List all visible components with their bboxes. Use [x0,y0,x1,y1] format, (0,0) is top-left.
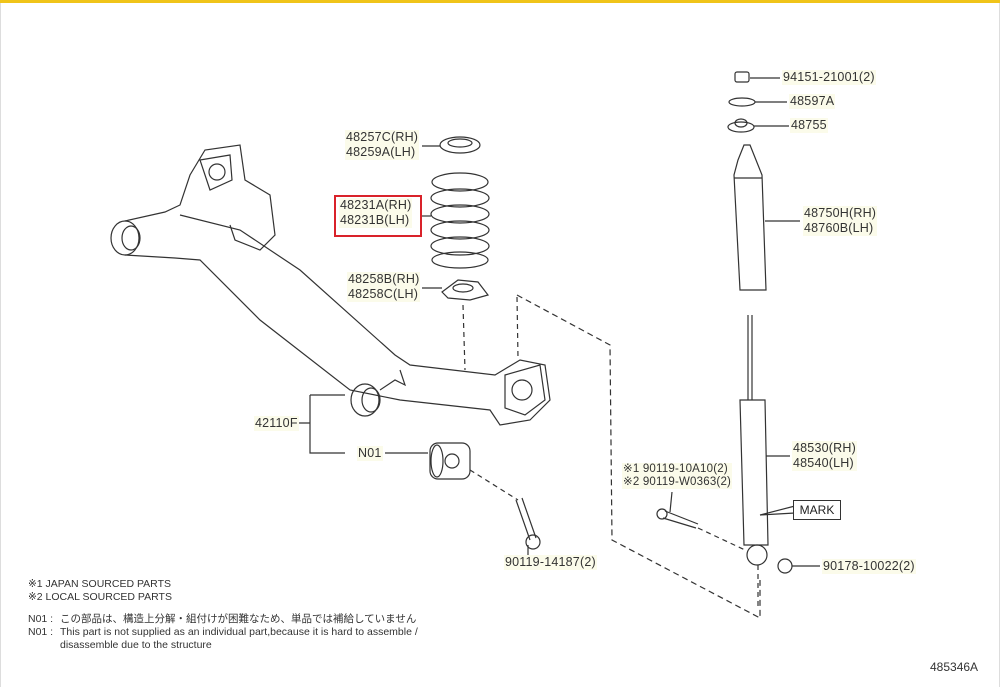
callout-washer[interactable]: 48597A [789,94,836,109]
part-number-rh[interactable]: 48530(RH) [793,441,856,455]
callout-nut-top[interactable]: 94151-21001(2) [782,70,876,85]
beam-bolt[interactable] [515,497,541,560]
lower-spring-seat[interactable] [422,279,519,371]
note-n01-japanese: この部品は、構造上分解・組付けが困難なため、単品では補給していません [60,613,417,625]
washer[interactable] [728,97,787,107]
attachment-dashed-line [516,294,761,619]
callout-beam-bolt[interactable]: 90119-14187(2) [504,555,597,570]
callout-lower-spring-seat[interactable]: 48258B(RH) 48258C(LH) [347,272,421,302]
callout-lower-nut[interactable]: 90178-10022(2) [822,559,916,574]
notes-block: ※1 JAPAN SOURCED PARTS ※2 LOCAL SOURCED … [28,578,418,652]
callout-bump-stopper[interactable]: 48750H(RH) 48760B(LH) [803,206,878,236]
part-number-lh[interactable]: 48231B(LH) [340,213,410,227]
note-japan-sourced: ※1 JAPAN SOURCED PARTS [28,578,171,590]
callout-upper-spring-seat[interactable]: 48257C(RH) 48259A(LH) [345,130,420,160]
callout-coil-spring[interactable]: 48231A(RH) 48231B(LH) [339,198,413,228]
mark-label: MARK [793,500,841,520]
top-nut[interactable] [734,71,780,83]
note-key: N01 : [28,613,54,625]
part-number-lh[interactable]: 48259A(LH) [346,145,416,159]
part-number-local[interactable]: ※2 90119-W0363(2) [623,476,732,488]
callout-shock-absorber[interactable]: 48530(RH) 48540(LH) [792,441,857,471]
diagram-code: 485346A [930,660,979,674]
callout-upper-mount[interactable]: 48755 [790,118,828,133]
part-number-rh[interactable]: 48231A(RH) [340,198,412,212]
bump-stopper-boot[interactable] [733,144,800,291]
lower-bolt[interactable] [656,491,746,551]
part-number-rh[interactable]: 48750H(RH) [804,206,877,220]
part-number-japan[interactable]: ※1 90119-10A10(2) [623,463,728,475]
callout-lower-bolt[interactable]: ※1 90119-10A10(2) ※2 90119-W0363(2) [622,463,733,489]
part-number-lh[interactable]: 48258C(LH) [348,287,419,301]
upper-mount[interactable] [727,118,789,133]
callout-beam[interactable]: 42110F [254,416,299,431]
part-number-lh[interactable]: 48760B(LH) [804,221,874,235]
part-number-rh[interactable]: 48258B(RH) [348,272,420,286]
torsion-beam-axle[interactable] [110,144,551,426]
note-n01-english-line1: This part is not supplied as an individu… [60,626,418,638]
note-n01-english-line2: disassemble due to the structure [60,639,212,651]
top-accent-bar [0,0,1000,3]
note-local-sourced: ※2 LOCAL SOURCED PARTS [28,591,172,603]
part-number-rh[interactable]: 48257C(RH) [346,130,419,144]
note-n01-english: This part is not supplied as an individu… [60,626,418,652]
highlighted-part-box [334,195,422,237]
upper-spring-seat[interactable] [422,136,481,154]
callout-bushing[interactable]: N01 [357,446,383,461]
note-key: N01 : [28,626,54,638]
coil-spring[interactable] [421,172,490,269]
part-number-lh[interactable]: 48540(LH) [793,456,854,470]
bushing[interactable] [429,442,471,480]
lower-nut[interactable] [777,558,820,574]
shock-absorber[interactable] [739,315,796,610]
